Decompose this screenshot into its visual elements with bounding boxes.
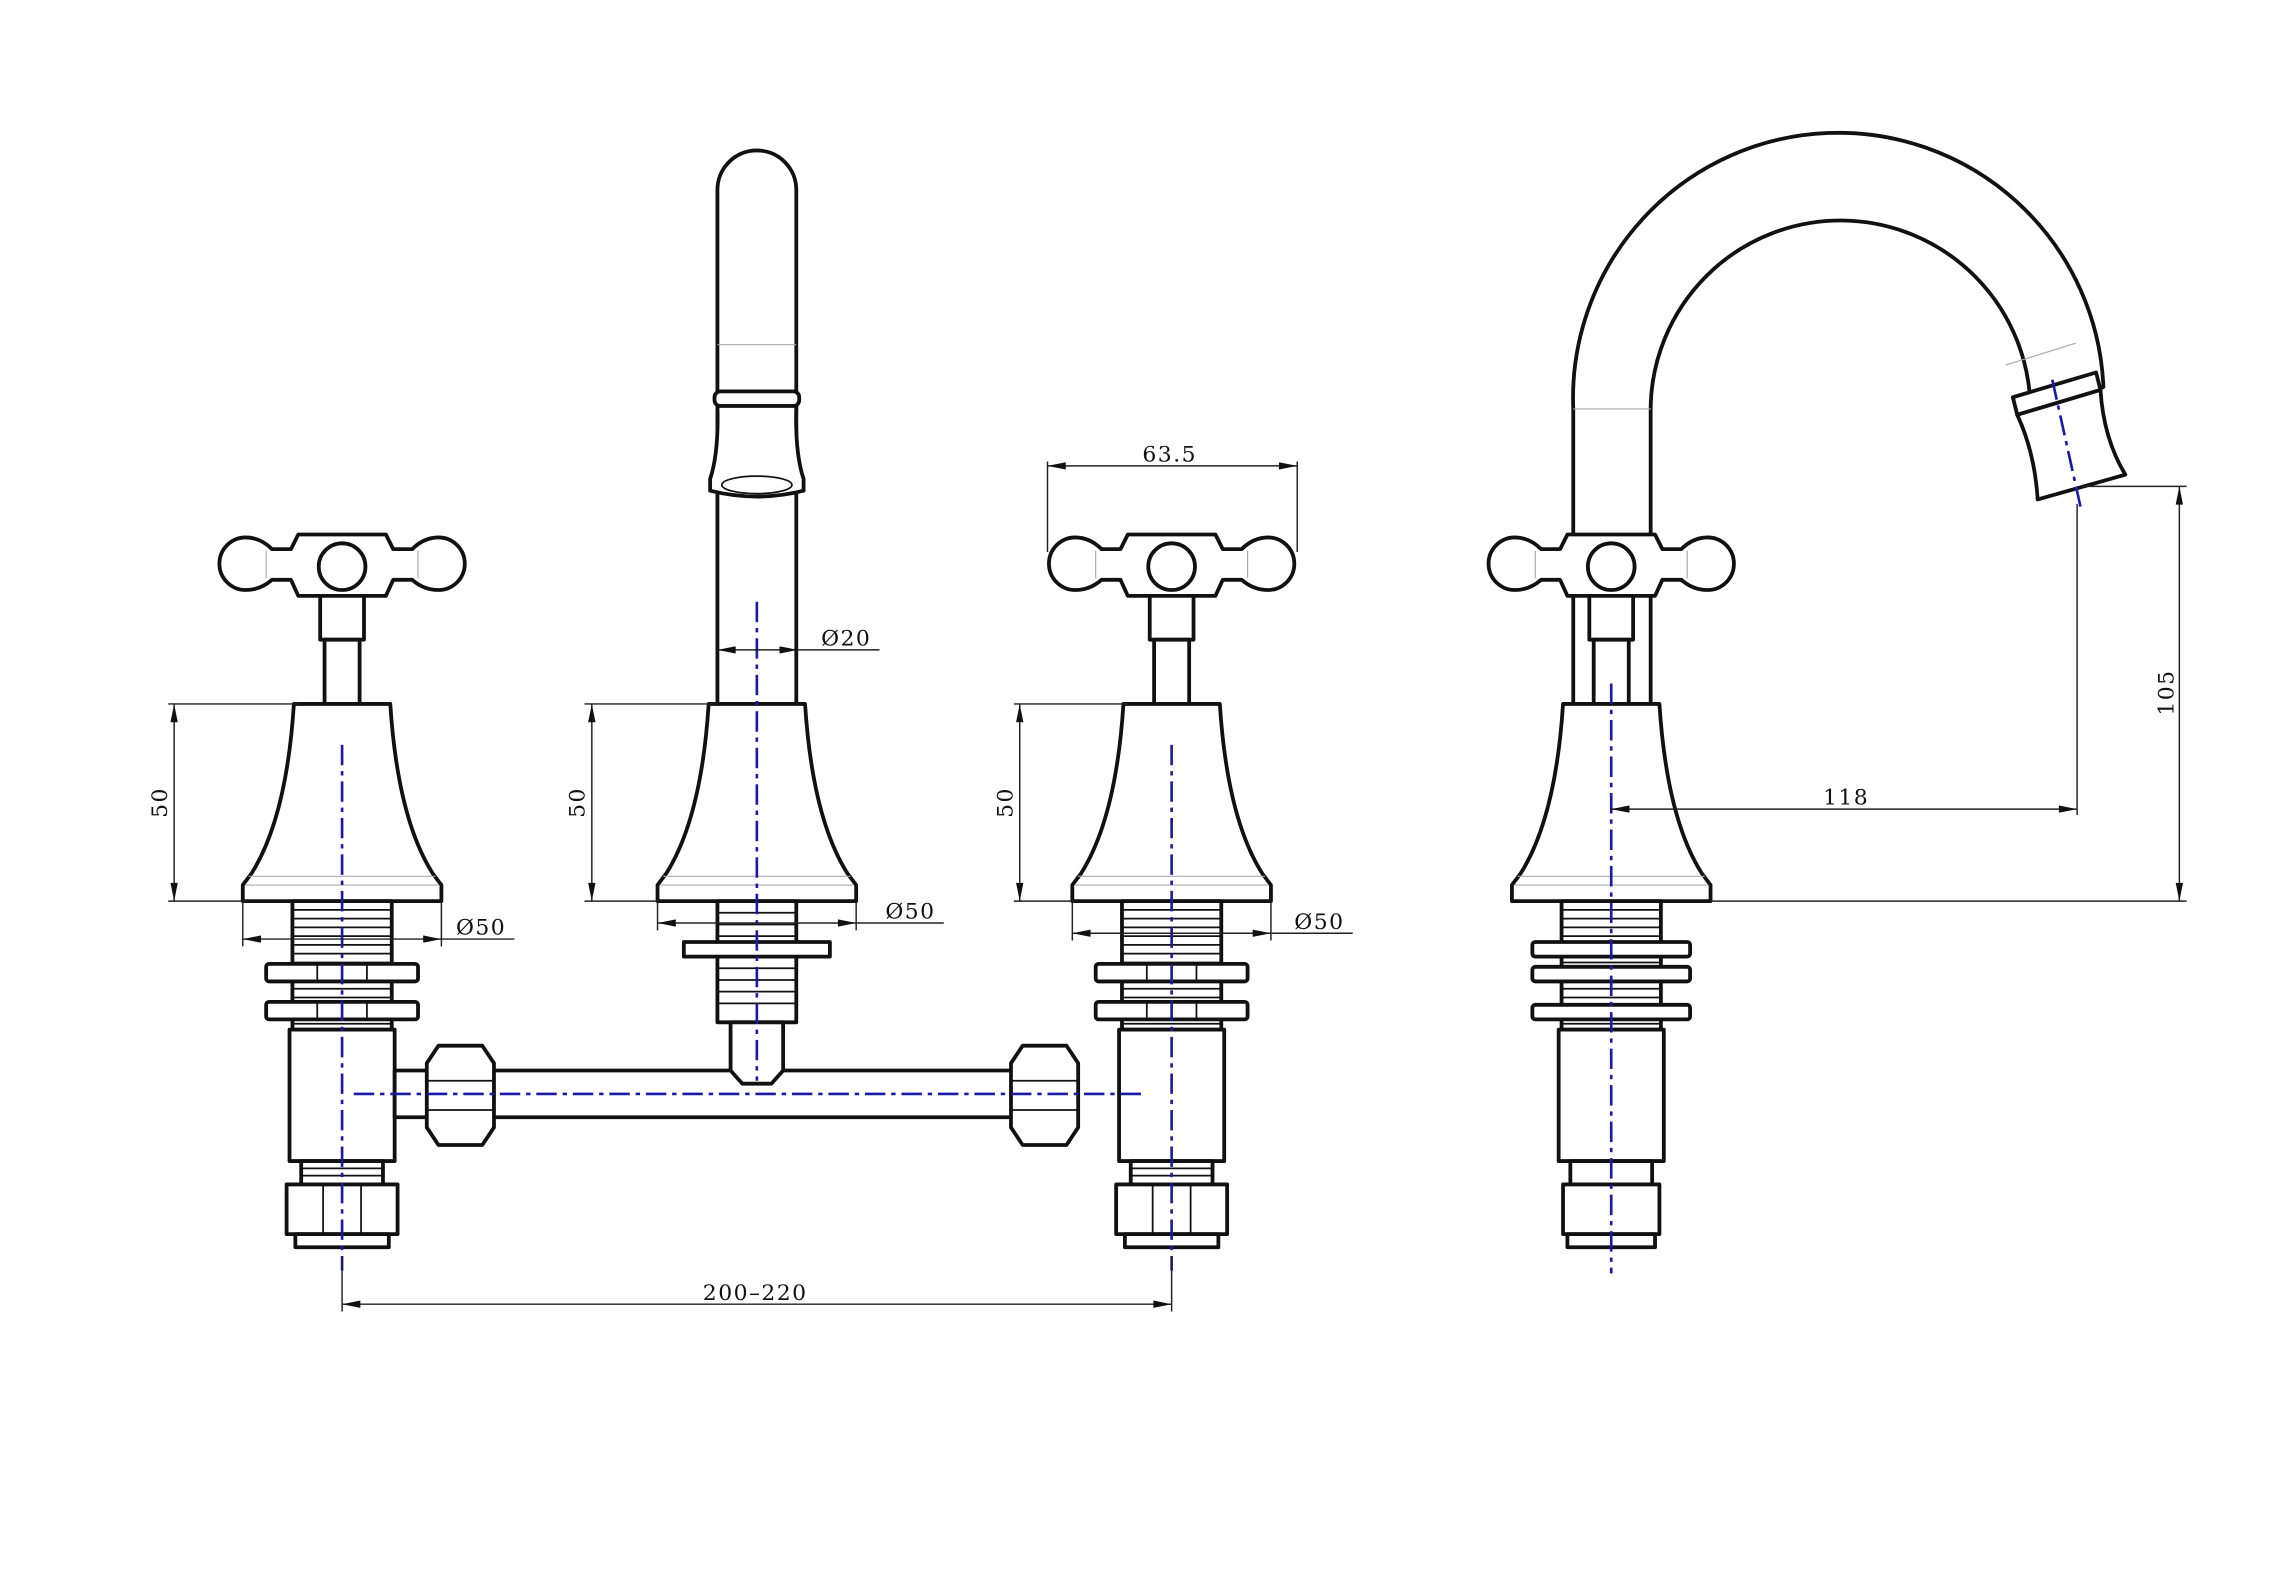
spout-reach-label: 118 — [1823, 786, 1869, 811]
left-body-height-label: 50 — [148, 787, 173, 818]
left-base-diameter-label: Ø50 — [456, 916, 506, 941]
middle-base-diameter-label: Ø50 — [885, 900, 935, 925]
dimension-labels: 63.5 Ø20 Ø50 Ø50 Ø50 50 50 50 200–220 11… — [148, 443, 2180, 1306]
handle-span-label: 63.5 — [1142, 443, 1197, 468]
valve-spacing-label: 200–220 — [703, 1281, 808, 1306]
dimension-lines — [168, 461, 2187, 1312]
side-view-valve-with-gooseneck — [1486, 130, 2128, 1250]
spout-diameter-label: Ø20 — [821, 627, 871, 652]
middle-body-height-label: 50 — [566, 787, 591, 818]
spout-height-label: 105 — [2155, 669, 2180, 715]
right-base-diameter-label: Ø50 — [1294, 910, 1344, 935]
right-body-height-label: 50 — [993, 787, 1018, 818]
